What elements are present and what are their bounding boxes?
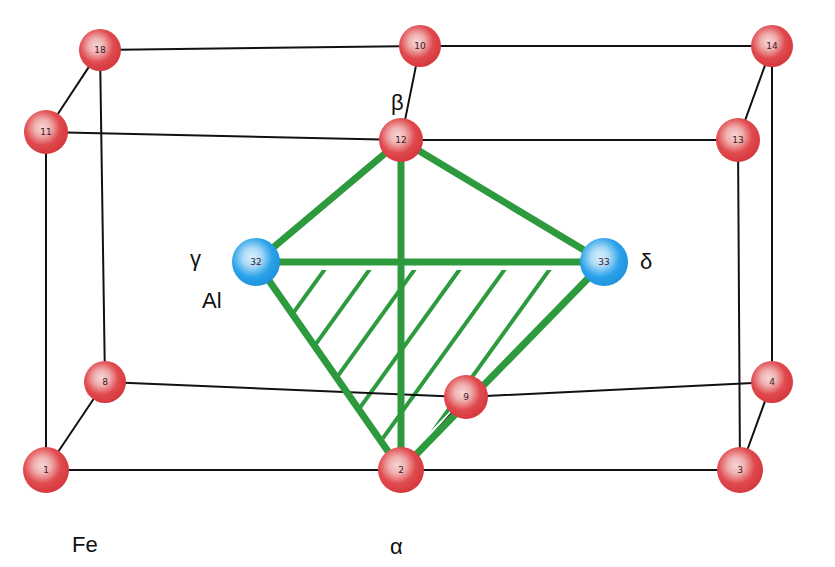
atom-number: 2: [398, 466, 404, 475]
atom-number: 9: [463, 393, 469, 402]
atom-number: 33: [598, 258, 609, 267]
fe-atom: 3: [717, 447, 763, 493]
fe-atom: 18: [79, 29, 121, 71]
lattice-edge: [119, 46, 401, 50]
lattice-edge: [66, 132, 381, 139]
element-label: Al: [202, 290, 222, 312]
lattice-edge: [486, 383, 753, 396]
al-atom: 33: [580, 238, 628, 286]
bond-line: [273, 153, 386, 248]
atom-number: 11: [40, 128, 51, 137]
atom-number: 8: [102, 378, 108, 387]
hatch-line: [225, 262, 375, 470]
atom-number: 14: [766, 42, 777, 51]
fe-atom: 10: [399, 25, 441, 67]
atom-number: 4: [769, 378, 775, 387]
lattice-edge: [67, 470, 380, 471]
atom-number: 13: [732, 136, 743, 145]
bond-line: [278, 262, 582, 263]
fe-atom: 11: [24, 110, 68, 154]
lattice-edge: [772, 65, 773, 363]
fe-atom: 8: [84, 361, 126, 403]
greek-label: β: [391, 92, 404, 114]
atom-number: 18: [94, 46, 105, 55]
atom-number: 12: [395, 136, 406, 145]
atom-number: 10: [414, 42, 425, 51]
atom-number: 3: [737, 466, 743, 475]
fe-atom: 9: [444, 375, 488, 419]
lattice-edge: [747, 400, 765, 450]
bond-line: [269, 280, 389, 453]
fe-atom: 2: [378, 447, 424, 493]
element-label: Fe: [72, 534, 98, 556]
al-atom: 32: [232, 238, 280, 286]
lattice-edge: [58, 398, 95, 453]
hatching: [180, 262, 600, 470]
greek-label: γ: [190, 248, 201, 270]
lattice-edge: [421, 140, 718, 141]
bond-line: [416, 278, 589, 455]
lattice-edge: [46, 152, 47, 449]
fe-atom: 1: [23, 447, 69, 493]
lattice-edge: [100, 69, 104, 363]
atom-number: 32: [250, 258, 261, 267]
atom-number: 1: [43, 466, 49, 475]
lattice-edge: [405, 65, 416, 121]
greek-label: α: [390, 536, 403, 558]
fe-atom: 4: [751, 361, 793, 403]
fe-atom: 14: [751, 25, 793, 67]
hatch-line: [315, 262, 465, 470]
lattice-edge: [57, 66, 90, 115]
bond-line: [418, 150, 585, 250]
bond-line: [401, 160, 402, 449]
lattice-edge: [745, 64, 766, 121]
lattice-edge: [738, 160, 740, 449]
hatch-line: [180, 262, 330, 470]
fe-atom: 13: [716, 118, 760, 162]
fe-atom: 12: [379, 118, 423, 162]
greek-label: δ: [640, 251, 652, 273]
lattice-edge: [439, 46, 753, 47]
lattice-edge: [422, 470, 719, 471]
